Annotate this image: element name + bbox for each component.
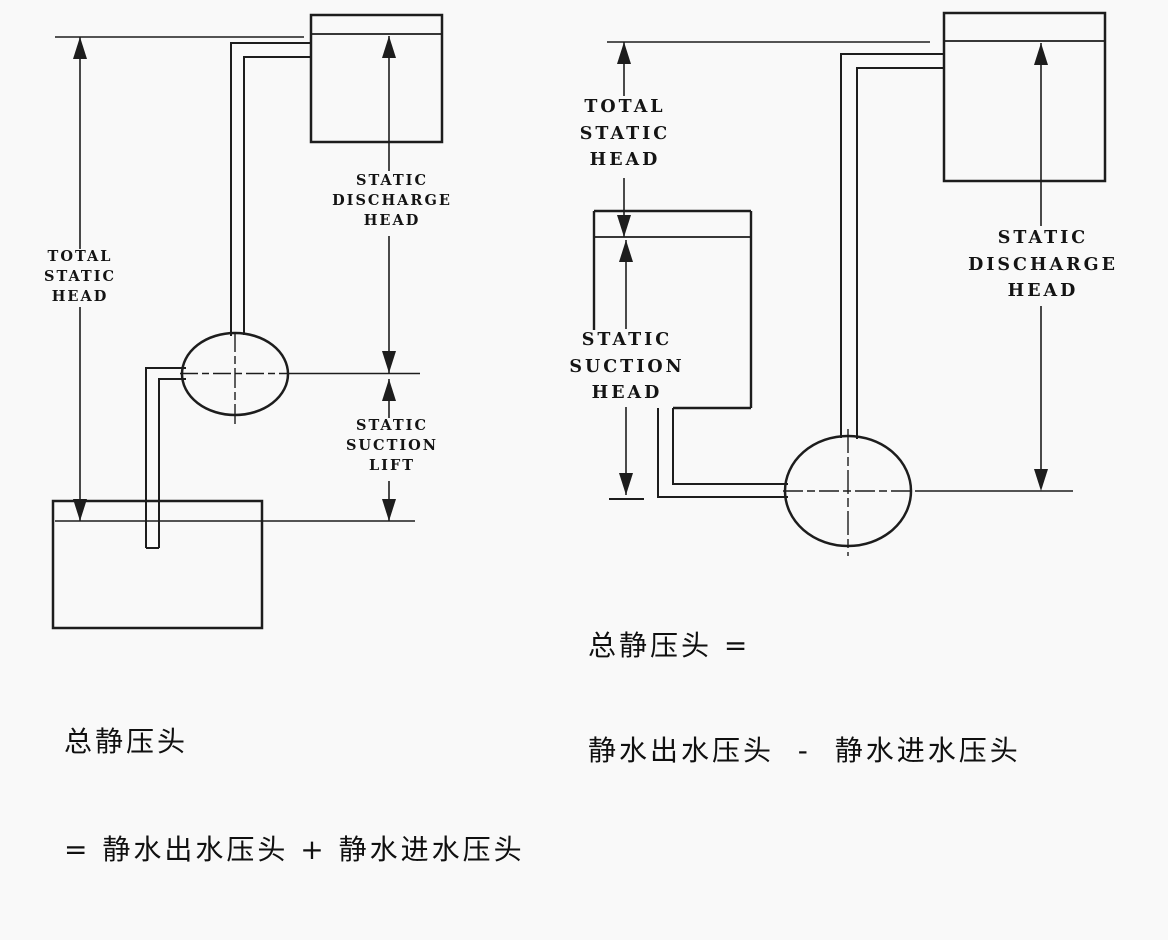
- left-suction-pipe-outer: [145, 367, 186, 548]
- label-line: STATIC: [997, 228, 1089, 248]
- right-total-static-head-label: TOTAL STATIC HEAD: [580, 94, 670, 174]
- label-line: LIFT: [368, 457, 416, 474]
- right-discharge-tank: [942, 11, 1107, 183]
- left-static-discharge-head-label: STATIC DISCHARGE HEAD: [332, 171, 452, 231]
- label-line: STATIC: [581, 330, 673, 350]
- diagram-linework: [51, 11, 1107, 630]
- right-caption-formula: 总静压头 = 静水出水压头 - 静水进水压头: [588, 558, 1021, 838]
- right-discharge-pipe-inner: [856, 67, 944, 439]
- right-suction-head-arrow-down: [619, 473, 633, 495]
- label-line: HEAD: [1007, 281, 1079, 301]
- left-suction-lift-arrow-up: [382, 379, 396, 401]
- label-line: STATIC: [579, 123, 671, 144]
- left-discharge-pipe-outer: [230, 42, 311, 336]
- right-static-discharge-head-label: STATIC DISCHARGE HEAD: [968, 225, 1118, 305]
- label-line: HEAD: [591, 383, 663, 403]
- label-line: STATIC: [355, 417, 429, 434]
- label-line: HEAD: [51, 288, 109, 305]
- left-total-head-arrow-down: [73, 499, 87, 521]
- right-discharge-head-arrow-up: [1034, 43, 1048, 65]
- left-suction-pipe-inner: [158, 378, 186, 548]
- right-total-head-arrow-up: [617, 42, 631, 64]
- caption-line: 静水出水压头 - 静水进水压头: [588, 734, 1021, 767]
- label-line: HEAD: [589, 150, 661, 170]
- label-line: TOTAL: [584, 97, 666, 117]
- right-suction-pipe-outer: [657, 408, 788, 498]
- label-line: TOTAL: [47, 248, 113, 265]
- right-total-head-arrow-down: [617, 215, 631, 237]
- caption-line: 总静压头 =: [588, 629, 751, 662]
- left-diagram: [51, 13, 444, 630]
- left-discharge-head-arrow-down: [382, 351, 396, 373]
- left-discharge-head-arrow-up: [382, 36, 396, 58]
- label-line: SUCTION: [569, 356, 685, 377]
- label-line: STATIC: [355, 172, 429, 189]
- left-suction-tank: [51, 499, 264, 630]
- label-line: DISCHARGE: [332, 192, 452, 209]
- right-suction-pipe-inner: [672, 408, 788, 485]
- label-line: SUCTION: [345, 437, 439, 454]
- left-total-static-head-label: TOTAL STATIC HEAD: [44, 247, 116, 307]
- label-line: DISCHARGE: [968, 254, 1118, 275]
- left-discharge-tank: [309, 13, 444, 144]
- label-line: HEAD: [363, 212, 421, 229]
- right-diagram: [592, 11, 1107, 556]
- left-caption-formula: 总静压头 = 静水出水压头 + 静水进水压头: [64, 652, 525, 940]
- left-discharge-pipe-inner: [243, 56, 311, 335]
- caption-line: 总静压头: [64, 725, 189, 758]
- right-static-suction-head-label: STATIC SUCTION HEAD: [569, 327, 684, 407]
- right-discharge-pipe-outer: [840, 53, 944, 438]
- left-static-suction-lift-label: STATIC SUCTION LIFT: [346, 416, 438, 476]
- left-suction-lift-arrow-down: [382, 499, 396, 521]
- right-discharge-head-arrow-down: [1034, 469, 1048, 491]
- pump-static-head-diagram: TOTAL STATIC HEAD STATIC DISCHARGE HEAD …: [43, 11, 1118, 866]
- left-total-head-arrow-up: [73, 37, 87, 59]
- caption-line: = 静水出水压头 + 静水进水压头: [64, 833, 525, 866]
- right-suction-head-arrow-up: [619, 240, 633, 262]
- label-line: STATIC: [43, 268, 117, 285]
